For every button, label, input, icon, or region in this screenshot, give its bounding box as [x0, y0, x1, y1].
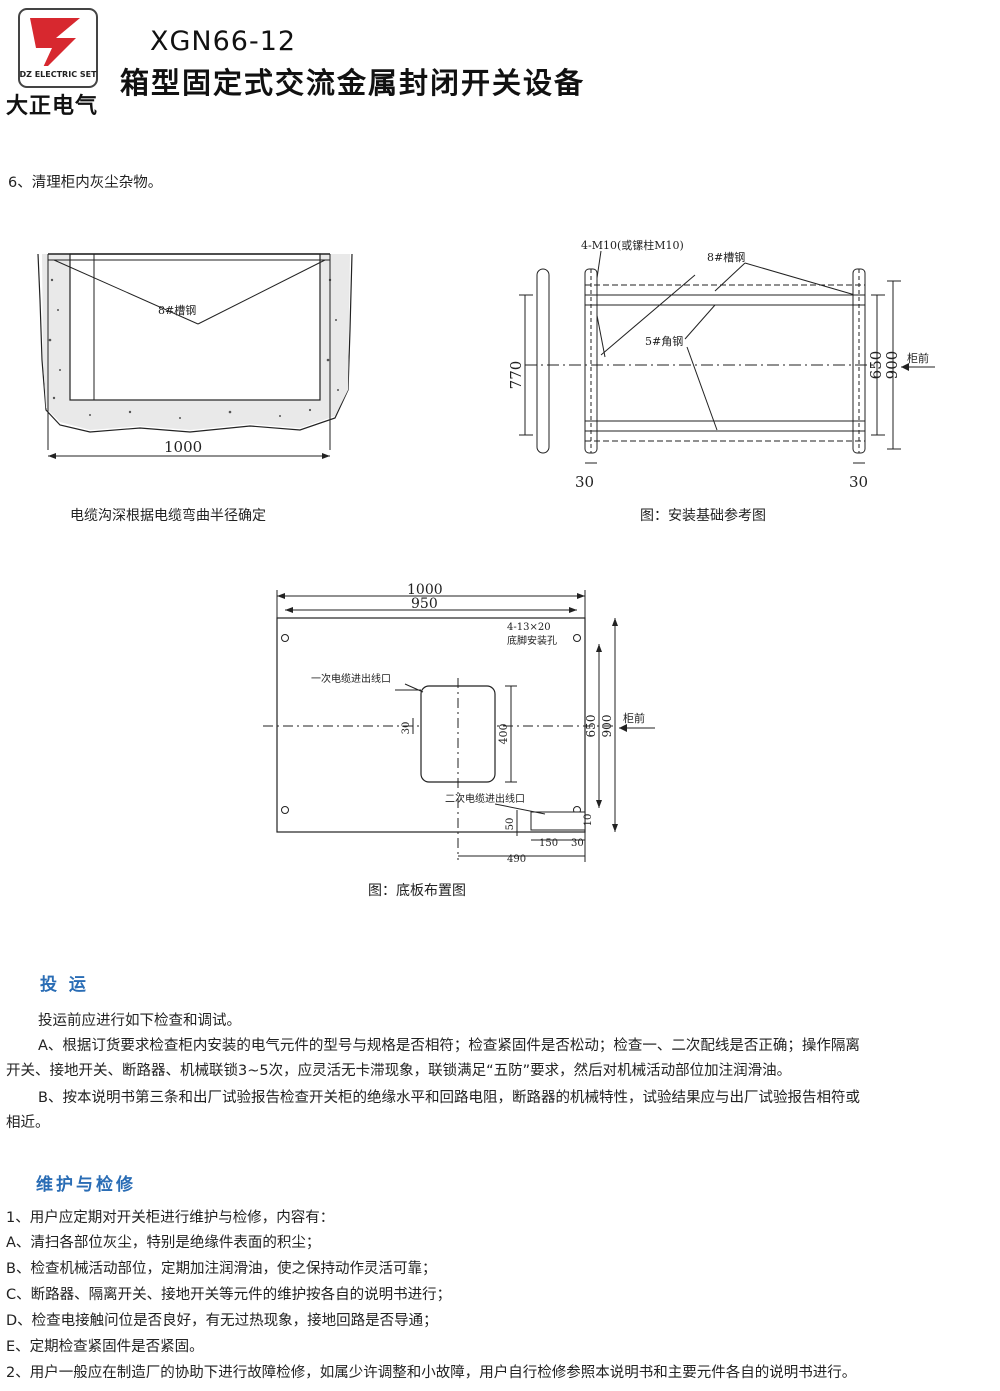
dim-150: 150 — [539, 838, 558, 849]
dim-width-1000: 1000 — [164, 438, 202, 456]
primary-opening-label: 一次电缆进出线口 — [311, 672, 391, 685]
maintenance-item: E、定期检查紧固件是否紧固。 — [6, 1339, 204, 1355]
holes-spec-label: 4-13×20 — [507, 622, 551, 633]
secondary-opening-label: 二次电缆进出线口 — [445, 792, 525, 805]
maintenance-item: B、检查机械活动部位，定期加注润滑油，使之保持动作灵活可靠； — [6, 1261, 437, 1277]
dim-30-right: 30 — [849, 473, 868, 490]
dim-1000: 1000 — [407, 582, 443, 598]
dim-950: 950 — [411, 596, 438, 612]
svg-text:DZ ELECTRIC SET: DZ ELECTRIC SET — [19, 70, 97, 79]
brand-name: 大正电气 — [6, 94, 99, 119]
dim-650: 650 — [584, 715, 598, 738]
dim-770: 770 — [507, 361, 525, 390]
section-heading-maintenance: 维护与检修 — [36, 1175, 136, 1195]
holes-desc-label: 底脚安装孔 — [507, 634, 557, 647]
model-number: XGN66-12 — [150, 26, 297, 57]
channel-steel-label: 8#槽钢 — [707, 251, 745, 264]
dim-10: 10 — [583, 814, 594, 827]
dim-30: 30 — [401, 722, 412, 735]
cabinet-front-label: 柜前 — [623, 711, 645, 725]
maintenance-item: D、检查电接触问位是否良好，有无过热现象，接地回路是否导通； — [6, 1313, 438, 1329]
company-logo: DZ ELECTRIC SET — [18, 8, 98, 88]
maintenance-item: 2、用户一般应在制造厂的协助下进行故障检修，如属少许调整和小故障，用户自行检修参… — [6, 1365, 857, 1381]
bolt-label: 4-M10(或镙柱M10) — [581, 238, 684, 252]
fig2-caption: 图：安装基础参考图 — [640, 508, 766, 524]
commissioning-item-a-line1: A、根据订货要求检查柜内安装的电气元件的型号与规格是否相符；检查紧固件是否松动；… — [38, 1038, 860, 1054]
dim-30-left: 30 — [575, 473, 594, 490]
cable-trench-diagram: 8#槽钢 1000 — [37, 253, 353, 459]
foundation-diagram: 4-M10(或镙柱M10) 8#槽钢 5#角钢 770 650 900 柜前 3… — [507, 238, 935, 490]
maintenance-item: C、断路器、隔离开关、接地开关等元件的维护按各自的说明书进行； — [6, 1287, 452, 1303]
dim-900: 900 — [883, 351, 901, 380]
page-title: 箱型固定式交流金属封闭开关设备 — [120, 66, 586, 100]
dim-50: 50 — [505, 818, 516, 831]
dim-30b: 30 — [571, 838, 584, 849]
maintenance-item: A、清扫各部位灰尘，特别是绝缘件表面的积尘； — [6, 1235, 321, 1251]
commissioning-item-b-line1: B、按本说明书第三条和出厂试验报告检查开关柜的绝缘水平和回路电阻，断路器的机械特… — [38, 1090, 860, 1106]
angle-steel-label: 5#角钢 — [645, 335, 683, 348]
commissioning-intro: 投运前应进行如下检查和调试。 — [38, 1013, 241, 1029]
section-heading-commissioning: 投 运 — [40, 975, 89, 995]
base-plate-diagram: 1000 950 4-13×20 底脚安装孔 一次电缆进出线口 30 400 二… — [263, 582, 655, 865]
dim-490: 490 — [507, 854, 526, 865]
commissioning-item-b-line2: 相近。 — [6, 1115, 50, 1131]
fig1-caption: 电缆沟深根据电缆弯曲半径确定 — [70, 508, 266, 524]
dim-400: 400 — [497, 724, 510, 745]
fig3-caption: 图：底板布置图 — [368, 883, 466, 899]
channel-steel-label: 8#槽钢 — [158, 304, 196, 317]
dim-650: 650 — [867, 351, 885, 380]
dim-900: 900 — [600, 715, 614, 738]
cabinet-front-label: 柜前 — [907, 351, 929, 365]
step-6: 6、清理柜内灰尘杂物。 — [8, 175, 163, 191]
commissioning-item-a-line2: 开关、接地开关、断路器、机械联锁3~5次，应灵活无卡滞现象，联锁满足“五防”要求… — [6, 1063, 792, 1079]
maintenance-item: 1、用户应定期对开关柜进行维护与检修，内容有： — [6, 1210, 335, 1226]
